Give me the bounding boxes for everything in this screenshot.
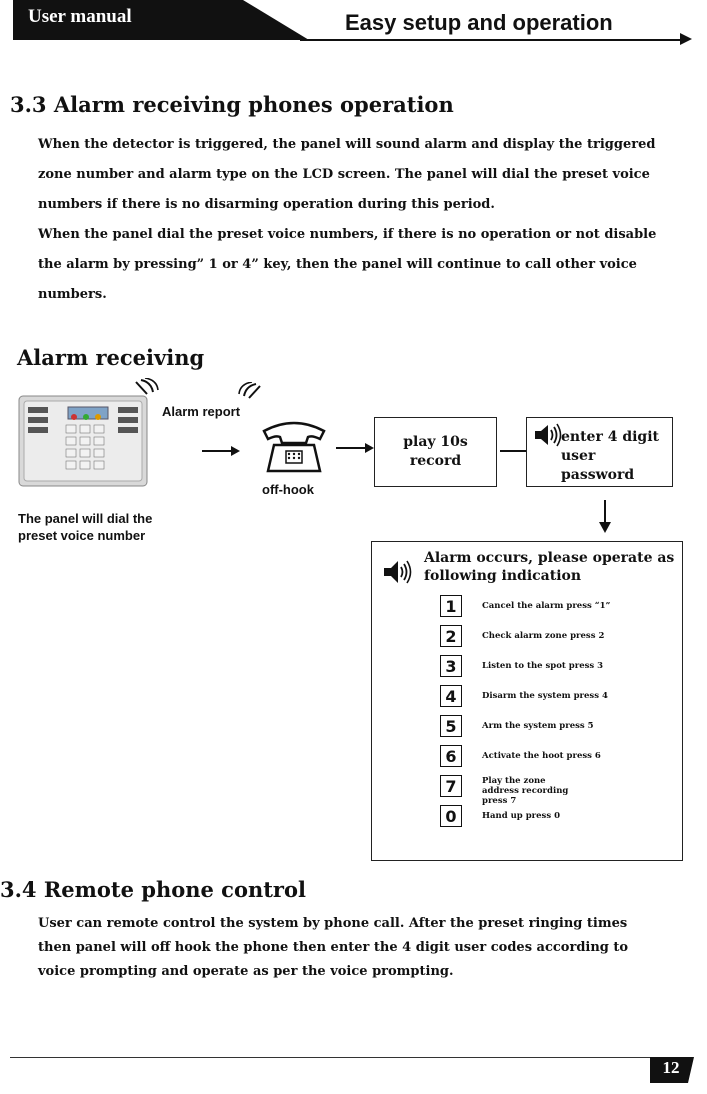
play-record-line: play 10s — [403, 434, 468, 450]
panel-caption-line: The panel will dial the — [18, 511, 153, 526]
section-34-line: then panel will off hook the phone then … — [38, 940, 629, 955]
section-33-line: numbers. — [38, 287, 107, 302]
section-34-body: User can remote control the system by ph… — [38, 912, 698, 984]
step-text: Cancel the alarm press “1” — [482, 601, 611, 611]
step-row: 2 Check alarm zone press 2 — [440, 625, 604, 647]
section-34-line: voice prompting and operate as per the v… — [38, 964, 454, 979]
step-number: 6 — [440, 745, 462, 767]
step-row: 5 Arm the system press 5 — [440, 715, 594, 737]
telephone-icon — [262, 421, 326, 473]
play-record-box: play 10s record — [374, 417, 497, 487]
menu-heading-line: Alarm occurs, please operate as — [424, 550, 675, 566]
enter-password-line: user password — [561, 448, 635, 483]
header-right-title: Easy setup and operation — [345, 10, 613, 35]
section-34-heading: 3.4 Remote phone control — [0, 877, 306, 902]
menu-heading-line: following indication — [424, 568, 582, 584]
panel-caption: The panel will dial the preset voice num… — [18, 510, 152, 544]
step-row: 3 Listen to the spot press 3 — [440, 655, 603, 677]
flow-arrow-icon — [336, 443, 374, 453]
section-33-body: When the detector is triggered, the pane… — [38, 130, 698, 310]
alarm-menu-box: Alarm occurs, please operate as followin… — [371, 541, 683, 861]
enter-password-line: enter 4 digit — [561, 429, 660, 445]
section-33-line: When the detector is triggered, the pane… — [38, 137, 656, 152]
section-33-heading: 3.3 Alarm receiving phones operation — [10, 92, 454, 117]
step-row: 1 Cancel the alarm press “1” — [440, 595, 610, 617]
section-34-line: User can remote control the system by ph… — [38, 916, 628, 931]
alarm-receiving-heading: Alarm receiving — [17, 345, 205, 370]
section-33-line: numbers if there is no disarming operati… — [38, 197, 495, 212]
alarm-report-label: Alarm report — [162, 404, 241, 419]
step-number: 3 — [440, 655, 462, 677]
step-number: 0 — [440, 805, 462, 827]
alarm-panel-icon — [18, 395, 148, 487]
footer-rule — [10, 1057, 682, 1058]
step-text: Activate the hoot press 6 — [482, 751, 601, 761]
step-text: Arm the system press 5 — [482, 721, 594, 731]
step-number: 7 — [440, 775, 462, 797]
step-number: 5 — [440, 715, 462, 737]
down-arrow-icon — [599, 500, 611, 533]
section-33-line: zone number and alarm type on the LCD sc… — [38, 167, 650, 182]
step-text: Disarm the system press 4 — [482, 691, 608, 701]
step-text: Play the zone address recording press 7 — [482, 776, 569, 806]
step-row: 4 Disarm the system press 4 — [440, 685, 608, 707]
signal-icon — [238, 382, 261, 399]
enter-password-box: enter 4 digit user password — [526, 417, 673, 487]
speaker-icon — [384, 560, 412, 584]
step-row: 7 Play the zone address recording press … — [440, 775, 568, 806]
step-text: Check alarm zone press 2 — [482, 631, 605, 641]
page-number: 12 — [662, 1058, 680, 1077]
off-hook-label: off-hook — [262, 482, 314, 497]
header-tab — [13, 0, 309, 40]
header-arrow-icon — [680, 33, 692, 45]
step-row: 6 Activate the hoot press 6 — [440, 745, 601, 767]
step-number: 2 — [440, 625, 462, 647]
panel-caption-line: preset voice number — [18, 528, 146, 543]
section-33-line: When the panel dial the preset voice num… — [38, 227, 657, 242]
flow-arrow-icon — [202, 446, 240, 456]
play-record-line: record — [409, 453, 462, 469]
page-number-tab — [650, 1057, 694, 1083]
speaker-icon — [535, 423, 562, 447]
header-rule — [300, 39, 682, 41]
step-row: 0 Hand up press 0 — [440, 805, 560, 827]
signal-icon — [135, 378, 159, 395]
section-33-line: the alarm by pressing” 1 or 4” key, then… — [38, 257, 637, 272]
step-text: Hand up press 0 — [482, 811, 560, 821]
step-number: 1 — [440, 595, 462, 617]
step-text: Listen to the spot press 3 — [482, 661, 604, 671]
step-number: 4 — [440, 685, 462, 707]
header-left-title: User manual — [28, 6, 132, 27]
